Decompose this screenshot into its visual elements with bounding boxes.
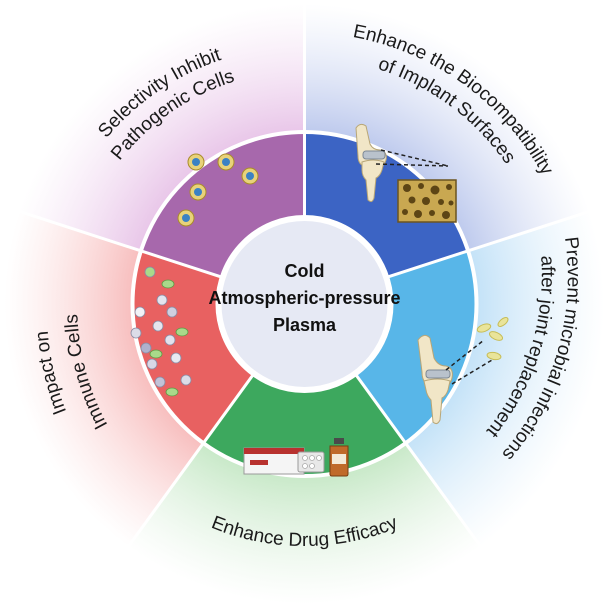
outer-sector-prevent-infections bbox=[405, 211, 605, 547]
medicine-icon bbox=[243, 438, 349, 477]
knee-implant-icon bbox=[355, 123, 457, 223]
center-title-line-2: Atmospheric-pressure bbox=[208, 288, 400, 308]
outer-sector-pathogenic-cells bbox=[19, 4, 305, 251]
sector-divider bbox=[353, 372, 483, 548]
sector-dividers bbox=[18, 4, 591, 548]
inner-sector-prevent-infections bbox=[355, 250, 477, 444]
outer-sector-drug-efficacy bbox=[128, 443, 481, 604]
sector-divider bbox=[126, 372, 256, 548]
outer-sector-biocompatibility bbox=[304, 4, 590, 251]
pathogenic-cells-icon bbox=[177, 153, 259, 227]
inner-sector-pathogenic-cells bbox=[140, 132, 305, 278]
ring-divider bbox=[130, 130, 479, 478]
outer-sector-immune-cells bbox=[4, 211, 204, 547]
center-disk bbox=[215, 215, 394, 393]
immune-cells-icon bbox=[130, 266, 192, 397]
knee-bacteria-icon bbox=[417, 317, 509, 425]
center-title-line-3: Plasma bbox=[273, 315, 337, 335]
sector-divider bbox=[385, 209, 591, 279]
sector-divider bbox=[18, 209, 224, 279]
center-title-line-1: Cold bbox=[285, 261, 325, 281]
inner-sector-biocompatibility bbox=[304, 132, 469, 278]
